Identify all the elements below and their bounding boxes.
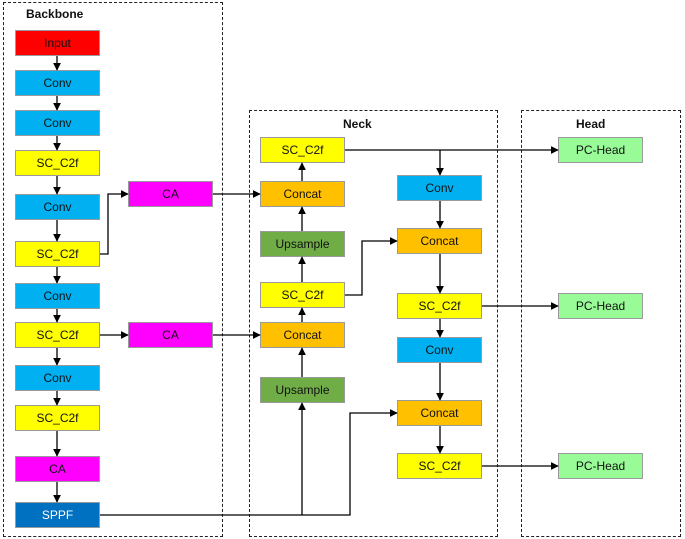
ca-node-backbone: CA bbox=[15, 456, 100, 482]
neck-section bbox=[249, 110, 498, 537]
sppf-node: SPPF bbox=[15, 502, 100, 528]
conv-node-5: Conv bbox=[15, 365, 100, 391]
conv-node-3: Conv bbox=[15, 194, 100, 220]
neck-conv-right-1: Conv bbox=[397, 175, 482, 201]
neck-upsample-bottom: Upsample bbox=[260, 377, 345, 403]
neck-concat-right-1: Concat bbox=[397, 228, 482, 254]
conv-node-2: Conv bbox=[15, 110, 100, 136]
ca-node-p3: CA bbox=[128, 181, 213, 207]
neck-conv-right-2: Conv bbox=[397, 337, 482, 363]
neck-sc-c2f-right-1: SC_C2f bbox=[397, 293, 482, 319]
pc-head-3: PC-Head bbox=[558, 453, 643, 479]
neck-concat-mid: Concat bbox=[260, 322, 345, 348]
head-title: Head bbox=[576, 117, 606, 131]
ca-node-p4: CA bbox=[128, 322, 213, 348]
conv-node-1: Conv bbox=[15, 70, 100, 96]
neck-upsample-top: Upsample bbox=[260, 231, 345, 257]
neck-concat-right-2: Concat bbox=[397, 400, 482, 426]
neck-concat-top: Concat bbox=[260, 181, 345, 207]
neck-sc-c2f-right-2: SC_C2f bbox=[397, 453, 482, 479]
pc-head-1: PC-Head bbox=[558, 137, 643, 163]
neck-sc-c2f-top: SC_C2f bbox=[260, 137, 345, 163]
sc-c2f-node-4: SC_C2f bbox=[15, 405, 100, 431]
head-section bbox=[521, 110, 681, 537]
sc-c2f-node-2: SC_C2f bbox=[15, 241, 100, 267]
backbone-title: Backbone bbox=[26, 7, 84, 21]
conv-node-4: Conv bbox=[15, 283, 100, 309]
pc-head-2: PC-Head bbox=[558, 293, 643, 319]
neck-sc-c2f-mid: SC_C2f bbox=[260, 282, 345, 308]
backbone-section bbox=[3, 2, 223, 537]
input-node: Input bbox=[15, 30, 100, 56]
sc-c2f-node-1: SC_C2f bbox=[15, 150, 100, 176]
sc-c2f-node-3: SC_C2f bbox=[15, 322, 100, 348]
neck-title: Neck bbox=[343, 117, 372, 131]
